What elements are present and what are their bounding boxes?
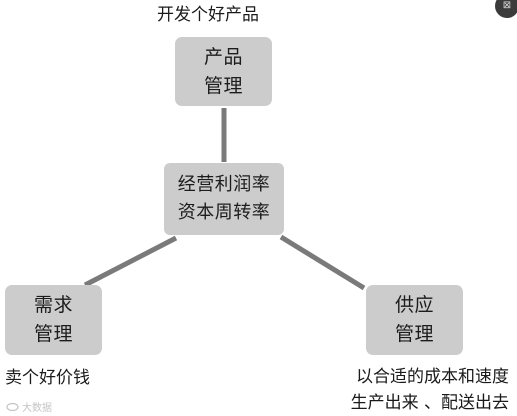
watermark-text: 大数据 — [22, 403, 52, 414]
node-supply-line1: 供应 — [394, 294, 434, 316]
node-demand-line2: 管理 — [33, 323, 73, 345]
node-center-metrics: 经营利润率 资本周转率 — [164, 163, 284, 235]
node-product-line1: 产品 — [203, 45, 243, 68]
node-product-management: 产品 管理 — [175, 37, 272, 106]
node-demand-management: 需求 管理 — [5, 285, 102, 355]
node-supply-management: 供应 管理 — [366, 285, 463, 355]
caption-demand: 卖个好价钱 — [5, 368, 90, 388]
caption-product: 开发个好产品 — [157, 5, 259, 25]
caption-supply-line2: 生产出来 、配送出去 — [350, 393, 509, 413]
caption-supply: 以合适的成本和速度 生产出来 、配送出去 — [351, 364, 509, 416]
caption-supply-line1: 以合适的成本和速度 — [356, 367, 509, 387]
edge-center-right — [279, 234, 366, 291]
edge-center-left — [83, 235, 178, 288]
node-demand-line1: 需求 — [33, 294, 73, 316]
node-center-line2: 资本周转率 — [177, 202, 271, 223]
close-icon[interactable]: ⊠ — [495, 0, 517, 18]
watermark-logo-icon — [6, 402, 19, 411]
watermark: 大数据 — [6, 399, 52, 414]
node-product-line2: 管理 — [203, 74, 243, 97]
node-center-line1: 经营利润率 — [177, 174, 271, 195]
node-supply-line2: 管理 — [394, 323, 434, 345]
